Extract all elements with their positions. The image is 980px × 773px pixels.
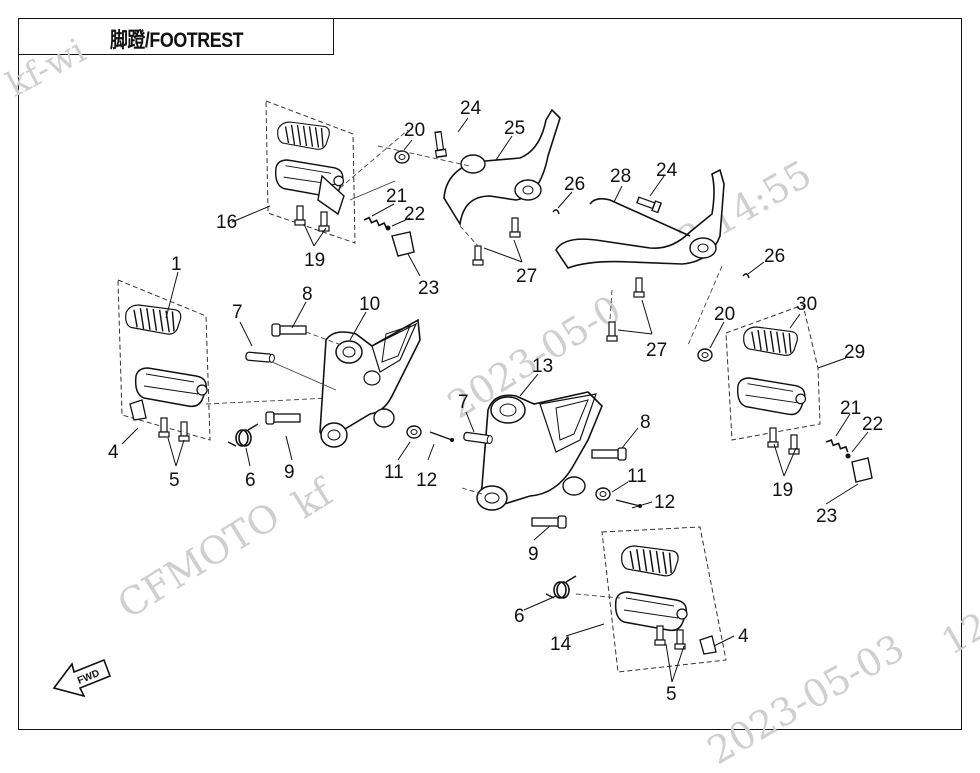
callout-27: 27	[646, 340, 667, 361]
callout-12: 12	[416, 470, 437, 491]
callout-8: 8	[640, 412, 651, 433]
callout-20: 20	[714, 304, 735, 325]
callout-1: 1	[171, 254, 182, 275]
callout-21: 21	[840, 398, 861, 419]
callout-26: 26	[764, 246, 785, 267]
leader-lines	[121, 117, 869, 683]
exploded-diagram: FWD	[52, 98, 883, 705]
callout-11: 11	[627, 466, 647, 487]
callout-24: 24	[656, 160, 678, 181]
callout-4: 4	[738, 626, 749, 647]
fwd-arrow-icon: FWD	[52, 658, 112, 698]
callout-19: 19	[304, 250, 325, 271]
title-box	[18, 18, 334, 55]
callout-5: 5	[666, 684, 677, 705]
callout-7: 7	[232, 302, 243, 323]
callout-14: 14	[550, 634, 572, 655]
callout-12: 12	[654, 492, 675, 513]
callout-5: 5	[169, 470, 180, 491]
callout-13: 13	[532, 356, 553, 377]
rear-left-footrest-assembly	[265, 100, 415, 257]
callout-22: 22	[404, 204, 425, 225]
callout-23: 23	[816, 506, 837, 527]
callout-21: 21	[386, 186, 407, 207]
callout-30: 30	[796, 294, 817, 315]
callout-23: 23	[418, 278, 439, 299]
callout-19: 19	[772, 480, 793, 501]
callout-22: 22	[862, 414, 883, 435]
rear-right-footrest-assembly	[697, 304, 873, 483]
callout-16: 16	[216, 212, 237, 233]
callout-27: 27	[516, 266, 537, 287]
callout-9: 9	[528, 544, 539, 565]
callout-10: 10	[359, 294, 380, 315]
callout-7: 7	[458, 392, 469, 413]
callout-11: 11	[384, 462, 404, 483]
rear-bracket-left	[377, 108, 561, 266]
callout-24: 24	[460, 98, 482, 119]
callout-9: 9	[284, 462, 295, 483]
rear-bracket-right	[555, 168, 750, 346]
callout-29: 29	[844, 342, 865, 363]
callout-25: 25	[504, 118, 525, 139]
front-right-bracket	[461, 391, 642, 529]
callout-20: 20	[404, 120, 425, 141]
front-right-footrest-assembly	[545, 526, 727, 673]
callout-26: 26	[564, 174, 585, 195]
callout-8: 8	[302, 284, 313, 305]
diagram-frame	[18, 18, 962, 730]
callout-labels: 1 4 5 6 7 8 9 10 11 12 13 7 8 11 12 9 6 …	[108, 98, 883, 705]
callout-6: 6	[245, 470, 256, 491]
front-left-bracket	[245, 318, 454, 448]
page-title: 脚蹬/FOOTREST	[110, 29, 244, 52]
front-left-footrest-assembly	[117, 279, 331, 447]
callout-4: 4	[108, 442, 119, 463]
callout-28: 28	[610, 166, 631, 187]
callout-6: 6	[514, 606, 525, 627]
